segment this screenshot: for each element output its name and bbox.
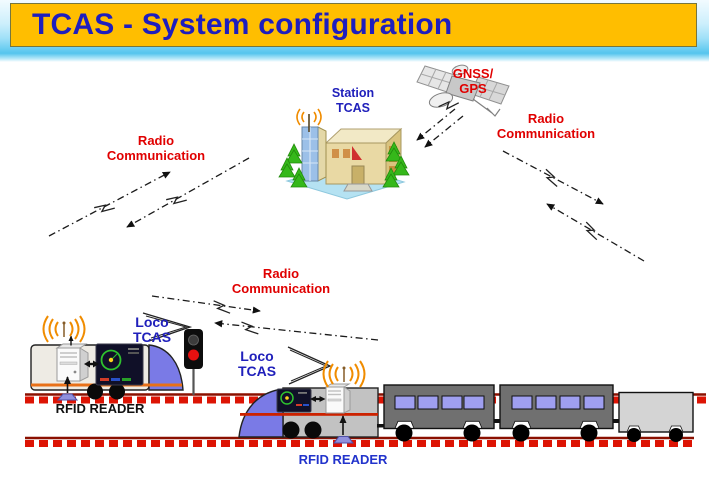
radio-communication-label-middle: Radio Communication [231, 266, 331, 296]
signal-icon [184, 329, 203, 395]
driver-display-icon [276, 388, 312, 413]
station-building-icon [278, 108, 410, 200]
signal-light-off [188, 334, 199, 346]
loco-tcas-label-2: Loco TCAS [237, 348, 277, 379]
coach-window [511, 395, 533, 410]
radio-link-arrow [416, 108, 456, 141]
rfid-reader-label-2: RFID READER [298, 452, 388, 467]
wheel [512, 424, 530, 442]
coach-window [394, 395, 416, 410]
radio-link-arrows [48, 108, 645, 341]
locomotive-2 [238, 346, 379, 444]
wheel [580, 424, 598, 442]
wheel [627, 428, 641, 442]
wheel [463, 424, 481, 442]
radio-link-arrow [126, 157, 250, 228]
rfid-tag-icon [332, 436, 355, 444]
pantograph-icon [145, 315, 188, 339]
coach-window [441, 395, 463, 410]
radio-link-arrow [502, 150, 604, 205]
radio-communication-label-right: Radio Communication [496, 111, 596, 141]
driver-display-icon [95, 343, 144, 386]
wheel [87, 383, 103, 400]
coach-window [463, 395, 485, 410]
radio-link-arrow [48, 171, 171, 237]
pantograph-icon [287, 346, 332, 385]
coach-window [559, 395, 581, 410]
signal-light-red [188, 349, 199, 361]
coach-window [583, 395, 605, 410]
radio-communication-label-left: Radio Communication [106, 133, 206, 163]
coach-window [417, 395, 439, 410]
gnss-gps-label: GNSS/ GPS [452, 66, 494, 96]
wheel [109, 383, 125, 400]
rfid-tag-icon [56, 393, 79, 401]
radio-link-arrow [214, 320, 379, 341]
page-title: TCAS - System configuration [32, 8, 453, 41]
onboard-computer-icon [324, 383, 351, 414]
station-tcas-label: Station TCAS [331, 86, 375, 115]
pantograph-icon [142, 312, 193, 342]
radio-link-arrow [546, 203, 645, 262]
wheel [282, 421, 300, 439]
antenna-waves-icon [322, 360, 366, 388]
trees [278, 141, 410, 188]
loco-nose [148, 344, 184, 391]
wheel [304, 421, 322, 439]
locomotive-1 [30, 312, 193, 401]
luggage-van [618, 391, 694, 442]
radio-link-arrow [424, 115, 464, 148]
loco-tcas-label-1: Loco TCAS [132, 314, 172, 345]
wheel [395, 424, 413, 442]
title-bar: TCAS - System configuration [10, 3, 697, 47]
coach-1 [383, 384, 495, 442]
wheel [669, 428, 683, 442]
antenna-waves-icon [42, 315, 86, 343]
station-antenna-icon [296, 108, 322, 132]
coach-2 [499, 384, 614, 442]
passenger-coaches [377, 384, 694, 442]
radio-link-arrow [151, 295, 261, 314]
onboard-computer-icon [55, 343, 89, 382]
rfid-reader-label-1: RFID READER [55, 401, 145, 416]
radio-break-symbols [94, 100, 598, 335]
coach-window [535, 395, 557, 410]
gnss-satellite-icon [416, 64, 510, 117]
